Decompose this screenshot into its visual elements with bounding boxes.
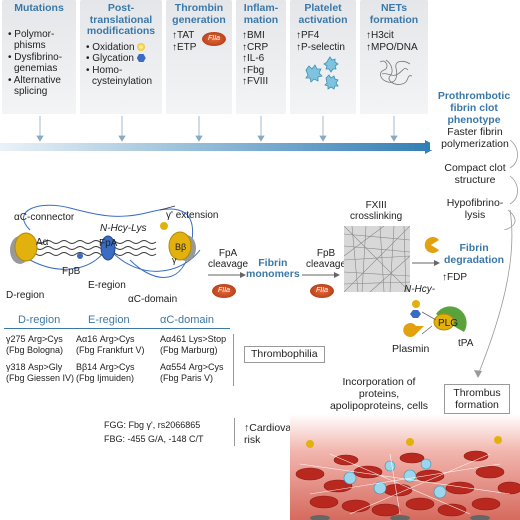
phenotype-item-3: Hypofibrino- lysis [446, 197, 504, 221]
column-title: Inflam- mation [243, 2, 279, 26]
list-item: ↑TAT [172, 30, 195, 41]
fpb-label: FpB [62, 266, 81, 277]
plg-label: PLG [438, 318, 459, 329]
fpa-label: FpA [99, 238, 118, 249]
gamma-ext-label: γ' extension [166, 210, 219, 221]
fpb-cleavage-label: FpB cleavage [306, 248, 347, 270]
list-item: • Alternative [8, 74, 61, 86]
thrombus-label: Thrombus formation [444, 384, 510, 414]
thrombophilia-box: Thrombophilia [244, 346, 325, 363]
fibrin-degradation-label: Fibrin degradation [444, 242, 505, 266]
list-item: ↑PF4 [296, 30, 320, 41]
ac-domain-label: αC-domain [128, 294, 178, 305]
column-nets: NETs formation ↑H3cit ↑MPO/DNA [360, 0, 428, 114]
table-cell: Aα461 Lys>Stop (Fbg Marburg) [160, 334, 227, 355]
list-item: ↑Fbg [242, 64, 265, 76]
column-title: NETs formation [369, 2, 419, 26]
fiia-badge-1: FIIa [212, 284, 236, 298]
table-bracket [233, 334, 234, 386]
list-item: ↑IL-6 [242, 53, 265, 64]
column-title: Post- translational modifications [86, 2, 156, 37]
table-cell: γ275 Arg>Cys (Fbg Bologna) [6, 334, 64, 355]
column-title: Thrombin generation [172, 2, 226, 26]
gamma-label: γ [172, 255, 177, 265]
table-rule [4, 328, 230, 329]
glycation-icon [136, 54, 146, 62]
nets-list: ↑H3cit ↑MPO/DNA [366, 30, 428, 53]
list-item: • Homo- [86, 64, 123, 76]
incorporation-label: Incorporation of proteins, apolipoprotei… [314, 376, 444, 412]
column-inflammation: Inflam- mation ↑BMI ↑CRP ↑IL-6 ↑Fbg ↑FVI… [236, 0, 286, 114]
arrow-2 [302, 272, 340, 278]
platelet-icon [305, 56, 339, 90]
fxiii-label: FXIII crosslinking [350, 200, 403, 222]
list-item: • Polymor- [8, 28, 55, 40]
table-cell: Aα16 Arg>Cys (Fbg Frankfurt V) [76, 334, 145, 355]
a-alpha-label: Aα [36, 237, 49, 248]
column-platelet: Platelet activation ↑PF4 ↑P-selectin [290, 0, 356, 114]
ac-connector-label: αC-connector [14, 212, 75, 223]
list-item: splicing [14, 86, 48, 97]
list-item: phisms [14, 40, 46, 51]
fibrin-mesh [344, 226, 410, 292]
list-item: • Glycation [86, 53, 162, 65]
list-item: • Dysfibrino- [8, 51, 63, 63]
cv-line-2: FBG: -455 G/A, -148 C/T [104, 434, 204, 444]
list-item: cysteinylation [92, 76, 153, 87]
table-cell: Bβ14 Arg>Cys (Fbg Ijmuiden) [76, 362, 135, 383]
plasmin-label: Plasmin [392, 343, 430, 355]
fdp-label: ↑FDP [442, 272, 467, 283]
e-region-label: E-region [88, 280, 126, 291]
list-item: ↑MPO/DNA [366, 41, 418, 53]
column-title: Platelet activation [298, 2, 348, 26]
list-item: ↑H3cit [366, 30, 394, 41]
arrow-1 [208, 272, 246, 278]
thrombin-list: ↑TAT ↑ETP [172, 30, 232, 53]
ptm-list: • Oxidation • Glycation • Homo- cysteiny… [86, 42, 162, 88]
list-item: ↑CRP [242, 41, 269, 53]
table-cell: γ318 Asp>Gly (Fbg Giessen IV) [6, 362, 75, 383]
fpa-cleavage-label: FpA cleavage [208, 248, 249, 270]
n-hcy-lys-label: N-Hcy-Lys [100, 223, 147, 234]
phenotype-item-1: Faster fibrin polymerization [430, 126, 520, 150]
fiia-badge-2: FIIa [310, 284, 334, 298]
arrow-3 [412, 260, 440, 266]
list-item: • Oxidation [86, 42, 162, 54]
n-hcy-label: N-Hcy- [404, 284, 436, 295]
inflammation-list: ↑BMI ↑CRP ↑IL-6 ↑Fbg ↑FVIII [242, 30, 286, 88]
list-item: ↑ETP [172, 41, 197, 53]
phenotype-item-2: Compact clot structure [444, 162, 506, 186]
thrombin-badge: FIIa [202, 32, 226, 46]
phenotype-title: Prothrombotic fibrin clot phenotype [437, 90, 511, 126]
pacman-icon [424, 237, 439, 253]
phenotype-curve [474, 209, 513, 378]
list-item: ↑P-selectin [296, 41, 345, 53]
cv-line-1: FGG: Fbg γ', rs2066865 [104, 420, 201, 430]
column-thrombin: Thrombin generation ↑TAT ↑ETP FIIa [166, 0, 232, 114]
mutations-list: • Polymor- phisms • Dysfibrino- genemias… [8, 29, 76, 98]
column-mutations: Mutations • Polymor- phisms • Dysfibrino… [2, 0, 76, 114]
fibrin-monomers-label: Fibrin monomers [246, 257, 300, 280]
table-cell: Aα554 Arg>Cys (Fbg Paris V) [160, 362, 224, 383]
column-title: Mutations [14, 2, 64, 14]
main-arrow [0, 116, 438, 154]
platelet-list: ↑PF4 ↑P-selectin [296, 30, 356, 53]
tpa-label: tPA [458, 338, 474, 349]
table-header-d-region: D-region [18, 314, 61, 326]
list-item: ↑BMI [242, 30, 265, 41]
thrombus-scene [290, 414, 520, 520]
list-item: genemias [14, 63, 58, 74]
oxidation-icon [137, 42, 146, 51]
table-header-ac-domain: αC-domain [160, 314, 215, 326]
cv-bracket [234, 418, 235, 446]
list-item: ↑FVIII [242, 76, 269, 87]
nets-icon [379, 59, 413, 85]
d-region-label: D-region [6, 290, 45, 301]
b-beta-label: Bβ [175, 242, 187, 252]
table-header-e-region: E-region [88, 314, 130, 326]
column-ptm: Post- translational modifications • Oxid… [80, 0, 162, 114]
fibrinogen-molecule [10, 204, 201, 278]
plasmin-system [403, 300, 467, 337]
